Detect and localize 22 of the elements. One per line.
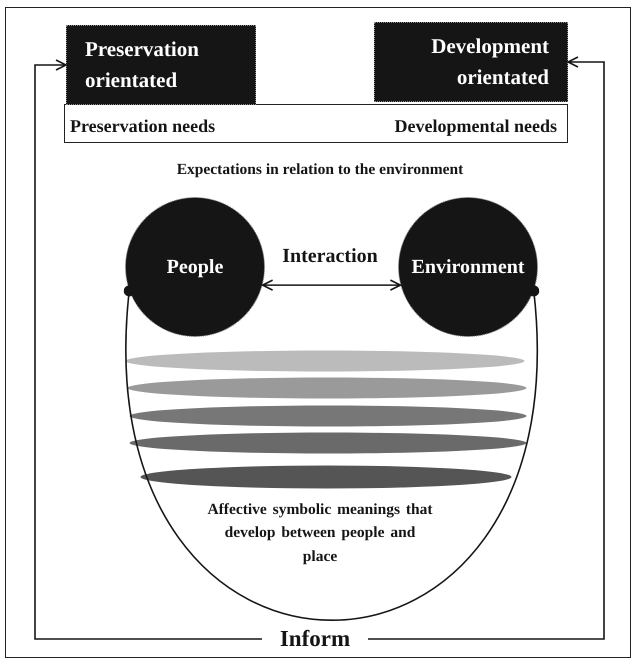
layer-ellipse — [127, 377, 527, 399]
panel-label: Developmental needs — [394, 115, 557, 138]
feedback-arrow — [34, 59, 262, 640]
layer-ellipse — [125, 350, 525, 372]
node-label: Preservation orientated — [85, 36, 200, 94]
node-label: Environment — [412, 255, 524, 280]
concept-circle — [398, 197, 538, 337]
connector-curve — [124, 285, 540, 620]
double-arrow — [262, 279, 402, 291]
node-label: Inform — [280, 624, 350, 653]
concept-circle — [125, 197, 265, 337]
layer-ellipse — [129, 432, 527, 454]
layer-ellipse — [129, 405, 527, 427]
panel-label: Preservation needs — [70, 115, 216, 138]
layer-ellipse — [140, 465, 512, 489]
annotation-text: Expectations in relation to the environment — [176, 160, 464, 180]
feedback-arrow — [368, 56, 605, 640]
category-box — [374, 22, 568, 102]
node-label: People — [166, 255, 224, 280]
annotation-text: Affective symbolic meanings that develop between people and place — [206, 500, 434, 566]
category-box — [66, 25, 256, 105]
node-label: Development orientated — [430, 32, 549, 91]
